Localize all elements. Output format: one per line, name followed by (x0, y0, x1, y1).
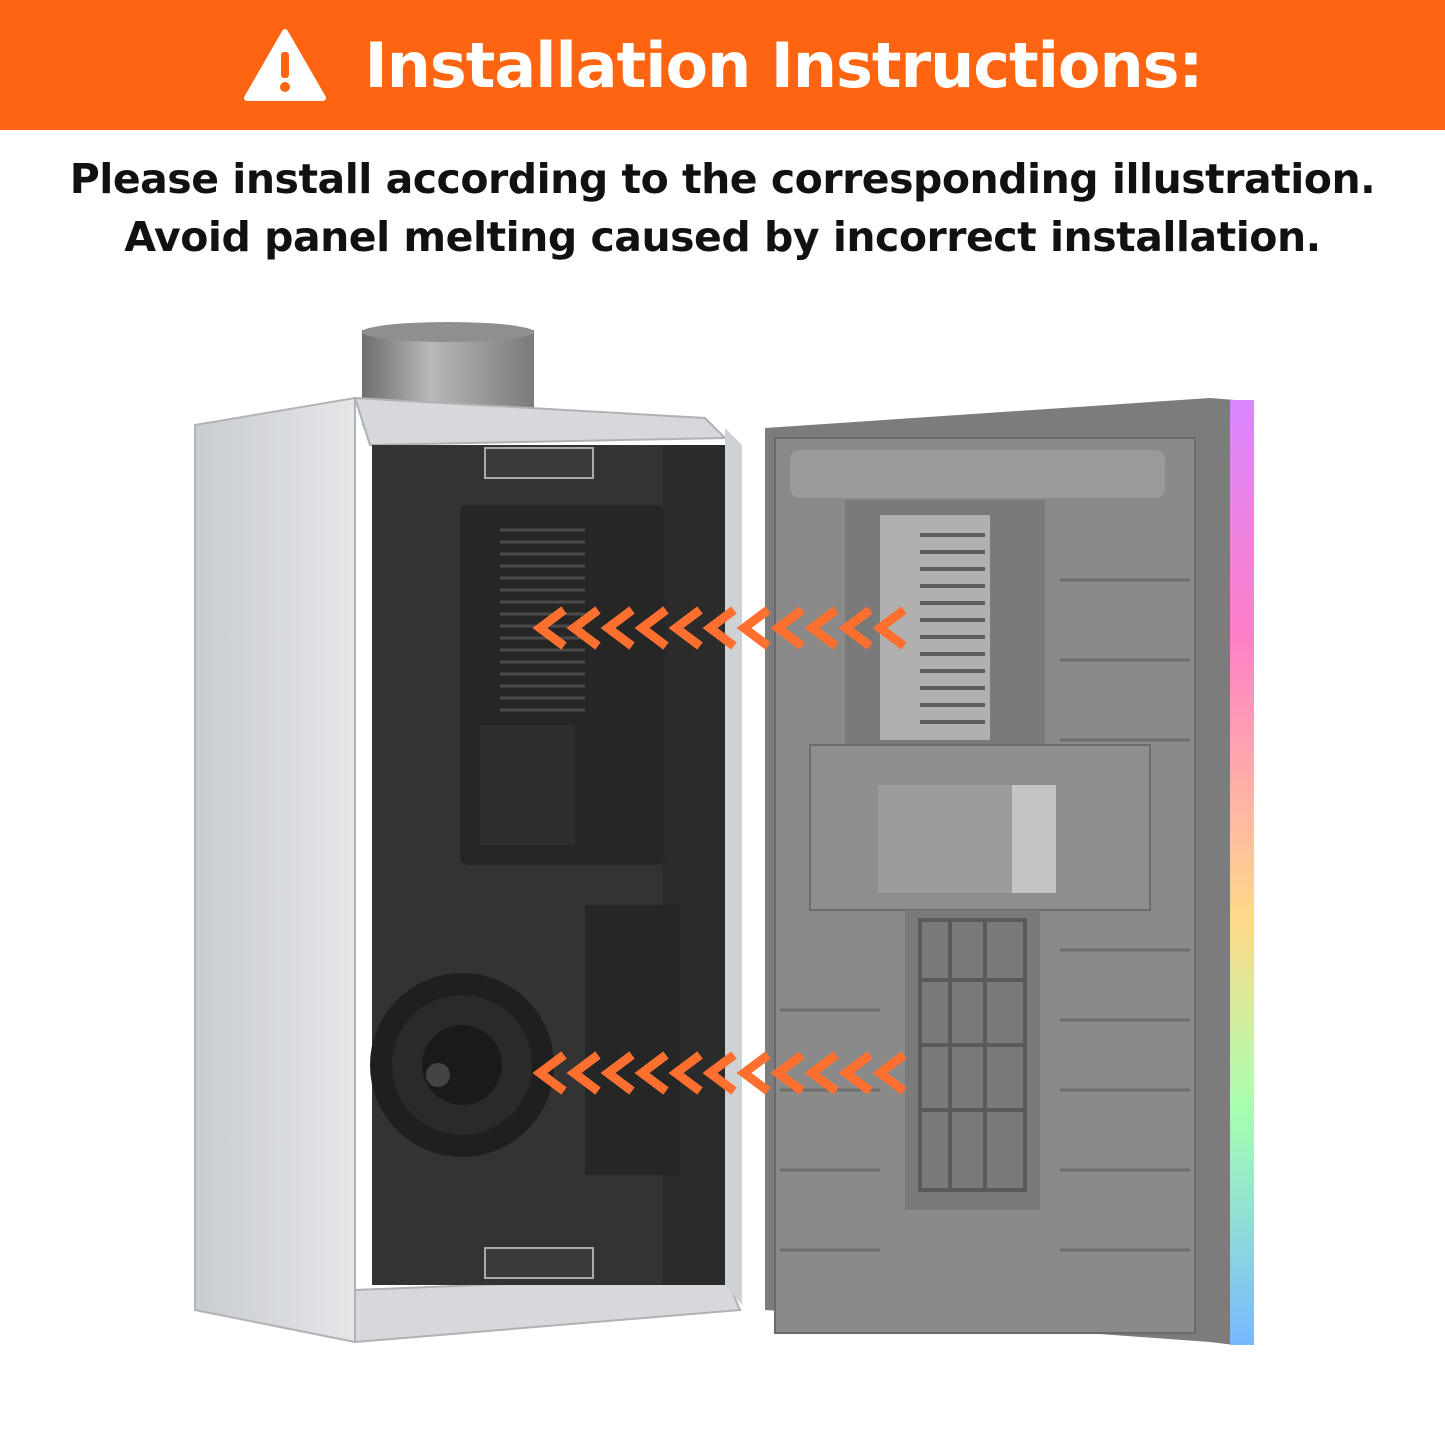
installation-illustration (194, 322, 1254, 1345)
instruction-line-2: Avoid panel melting caused by incorrect … (124, 213, 1321, 261)
header-banner: Installation Instructions: (0, 0, 1445, 130)
instruction-line-1: Please install according to the correspo… (69, 155, 1376, 203)
rgb-grille-panel-illustration (765, 398, 1254, 1345)
instructions-text: Please install according to the correspo… (0, 150, 1445, 266)
chevron-arrows-left-icon (532, 606, 907, 1095)
lower-arrows (532, 1051, 907, 1095)
fan-housing-illustration (194, 322, 742, 1344)
page-title: Installation Instructions: (364, 28, 1204, 102)
warning-triangle-icon (243, 29, 326, 101)
upper-arrows (532, 606, 907, 650)
